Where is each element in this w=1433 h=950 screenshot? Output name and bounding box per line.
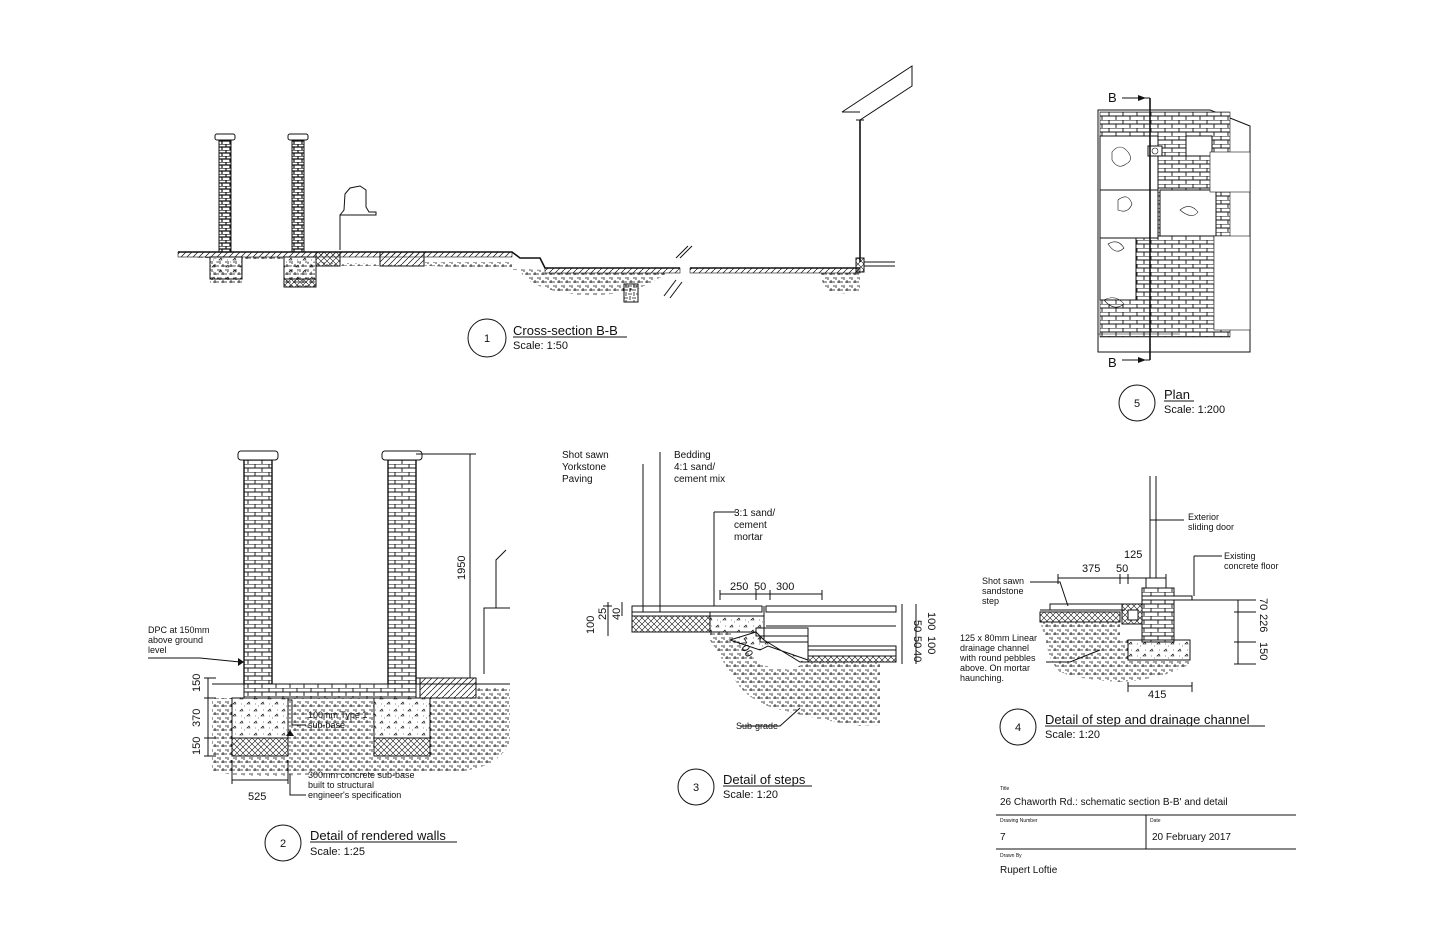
dim-100: 100 — [585, 616, 597, 634]
drawn-by-label: Drawn By — [1000, 853, 1022, 859]
drawing-number: 7 — [1000, 832, 1006, 843]
note-subbase: 100mm Type 1 sub-base — [308, 710, 370, 730]
dim-226: 226 — [1257, 614, 1269, 632]
view-2-label: 2 Detail of rendered walls Scale: 1:25 — [264, 824, 457, 862]
steps-notes: Shot sawn Yorkstone Paving Bedding 4:1 s… — [562, 450, 778, 731]
plan-drawing: B B — [1097, 90, 1251, 370]
dim-right-50a: 50 — [911, 620, 923, 632]
walls-notes: DPC at 150mm above ground level 100mm Ty… — [148, 625, 417, 800]
dim-125: 125 — [1124, 549, 1142, 561]
note-channel: 125 x 80mm Linear drainage channel with … — [959, 633, 1040, 683]
dim-300: 300 — [776, 581, 794, 593]
dim-drain-150: 150 — [1257, 642, 1269, 660]
dim-250: 250 — [730, 581, 748, 593]
view-5-label: 5 Plan Scale: 1:200 — [1118, 384, 1225, 422]
drainage-notes: Exterior sliding door Existing concrete … — [959, 512, 1279, 683]
dim-drain-50: 50 — [1116, 563, 1128, 575]
dim-150-top: 150 — [191, 674, 203, 692]
section-marker-top: B — [1108, 90, 1117, 105]
view-2-title: Detail of rendered walls — [310, 828, 446, 843]
dim-375: 375 — [1082, 563, 1100, 575]
drawing-number-label: Drawing Number — [1000, 818, 1038, 824]
view-2-number: 2 — [280, 838, 286, 850]
view-4-title: Detail of step and drainage channel — [1045, 712, 1250, 727]
view-4-label: 4 Detail of step and drainage channel Sc… — [999, 708, 1265, 746]
dim-step-50: 50 — [754, 581, 766, 593]
view-1-scale: Scale: 1:50 — [513, 340, 568, 352]
dim-right-50b: 50 — [911, 636, 923, 648]
note-sandstone: Shot sawn sandstone step — [982, 576, 1027, 606]
dim-right-100b: 100 — [925, 636, 937, 654]
view-3-number: 3 — [693, 782, 699, 794]
drainage-drawing: 125 375 50 415 70 226 150 — [1030, 476, 1269, 701]
view-4-scale: Scale: 1:20 — [1045, 729, 1100, 741]
view-3-label: 3 Detail of steps Scale: 1:20 — [677, 768, 812, 806]
view-3-title: Detail of steps — [723, 772, 806, 787]
view-5-title: Plan — [1164, 387, 1190, 402]
section-marker-bottom: B — [1108, 355, 1117, 370]
note-paving: Shot sawn Yorkstone Paving — [562, 450, 611, 485]
note-bedding: Bedding 4:1 sand/ cement mix — [674, 450, 725, 485]
view-3-scale: Scale: 1:20 — [723, 789, 778, 801]
title-label: Title — [1000, 786, 1009, 792]
drawing-title: 26 Chaworth Rd.: schematic section B-B' … — [1000, 797, 1228, 808]
view-5-number: 5 — [1134, 398, 1140, 410]
note-dpc: DPC at 150mm above ground level — [148, 625, 212, 655]
note-subgrade: Sub-grade — [736, 721, 778, 731]
note-mortar: 3:1 sand/ cement mortar — [734, 508, 778, 543]
note-floor: Existing concrete floor — [1224, 551, 1279, 571]
dim-1950: 1950 — [456, 556, 468, 580]
date-label: Date — [1150, 818, 1161, 824]
dim-370: 370 — [191, 709, 203, 727]
view-1-title: Cross-section B-B — [513, 323, 618, 338]
dim-right-100a: 100 — [925, 612, 937, 630]
view-2-scale: Scale: 1:25 — [310, 846, 365, 858]
note-door: Exterior sliding door — [1188, 512, 1234, 532]
drawing-date: 20 February 2017 — [1152, 832, 1231, 843]
view-1-number: 1 — [484, 333, 490, 345]
dim-25: 25 — [597, 608, 609, 620]
view-5-scale: Scale: 1:200 — [1164, 404, 1225, 416]
dim-40: 40 — [611, 608, 623, 620]
dim-525: 525 — [248, 791, 266, 803]
view-4-number: 4 — [1015, 722, 1021, 734]
steps-drawing: 250 50 300 100 25 40 700 50 50 40 100 10… — [585, 452, 937, 727]
walls-drawing: 150 370 150 525 1950 — [148, 450, 510, 803]
dim-150-bottom: 150 — [191, 737, 203, 755]
dim-415: 415 — [1148, 689, 1166, 701]
cross-section-drawing — [177, 65, 913, 303]
title-block: Title 26 Chaworth Rd.: schematic section… — [996, 786, 1296, 876]
dim-70: 70 — [1257, 598, 1269, 610]
dim-right-40: 40 — [911, 650, 923, 662]
view-1-label: 1 Cross-section B-B Scale: 1:50 — [467, 318, 627, 358]
drawn-by: Rupert Loftie — [1000, 865, 1058, 876]
note-concrete: 300mm concrete sub-base built to structu… — [308, 770, 417, 800]
